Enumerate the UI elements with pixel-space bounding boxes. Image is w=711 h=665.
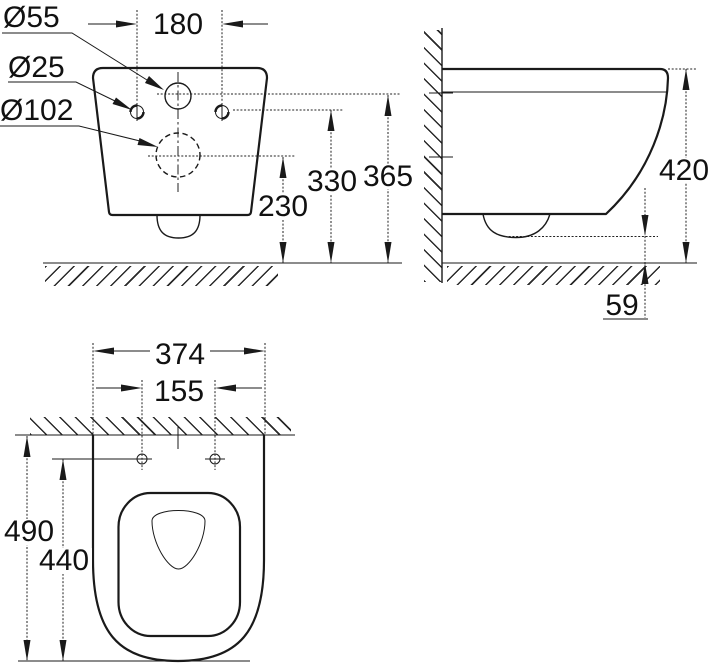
arrowhead <box>59 459 67 480</box>
fixing-hole-left <box>129 103 145 121</box>
arrowhead <box>641 263 649 284</box>
side-floor-hatching <box>447 266 660 285</box>
dim-230-value: 230 <box>258 190 308 223</box>
arrowhead <box>641 215 649 236</box>
arrowhead <box>23 640 31 661</box>
arrowhead <box>682 242 690 263</box>
plan-rim-opening <box>117 491 242 638</box>
front-trap-outlet <box>156 214 201 239</box>
front-bowl-outline <box>91 66 269 217</box>
arrowhead <box>145 76 164 90</box>
arrowhead <box>23 436 31 457</box>
leader-25 <box>8 81 116 102</box>
plan-water-spot <box>151 510 206 570</box>
front-view: Ø55 Ø25 Ø102 180 230 330 365 <box>0 1 415 264</box>
dim-420-value: 420 <box>659 154 709 187</box>
label-diameter-55: Ø55 <box>3 1 60 34</box>
dim-440-value: 440 <box>39 544 89 577</box>
label-mask <box>306 169 359 194</box>
arrowhead <box>384 95 392 116</box>
arrowhead <box>327 242 335 263</box>
dim-374-value: 374 <box>155 338 205 371</box>
fixing-hole-right <box>214 103 230 121</box>
arrowhead <box>222 20 243 28</box>
leader-102 <box>0 125 141 142</box>
plan-wall-hatching <box>30 417 291 435</box>
flush-hole-55 <box>164 82 192 110</box>
dim-180-value: 180 <box>153 8 203 41</box>
dim-330-value: 330 <box>307 165 357 198</box>
label-mask <box>657 158 711 183</box>
outlet-hole-102 <box>155 132 201 178</box>
side-trap-outline <box>482 213 551 239</box>
arrowhead <box>137 138 158 147</box>
arrowhead <box>244 347 265 355</box>
label-mask <box>3 519 56 545</box>
dim-490-value: 490 <box>4 515 54 548</box>
dim-365-value: 365 <box>363 160 413 193</box>
arrowhead <box>121 384 142 392</box>
arrowhead <box>279 157 287 178</box>
arrowhead <box>384 242 392 263</box>
arrowhead <box>116 20 137 28</box>
label-mask <box>257 194 310 220</box>
arrowhead <box>112 97 132 110</box>
leader-55 <box>2 32 148 81</box>
side-bowl-outline <box>442 67 670 216</box>
arrowhead <box>93 347 114 355</box>
label-diameter-102: Ø102 <box>0 94 73 127</box>
label-mask <box>361 164 415 189</box>
dim-155-value: 155 <box>154 375 204 408</box>
arrowhead <box>682 69 690 90</box>
arrowhead <box>279 242 287 263</box>
side-view: 420 59 <box>429 28 711 322</box>
arrowhead <box>59 640 67 661</box>
front-floor-hatching <box>45 266 278 286</box>
arrowhead <box>215 384 236 392</box>
label-diameter-25: Ø25 <box>8 51 65 84</box>
label-mask <box>38 548 92 574</box>
plan-view: 374 155 490 440 <box>3 338 295 663</box>
arrowhead <box>327 110 335 131</box>
dim-59-value: 59 <box>605 289 638 322</box>
